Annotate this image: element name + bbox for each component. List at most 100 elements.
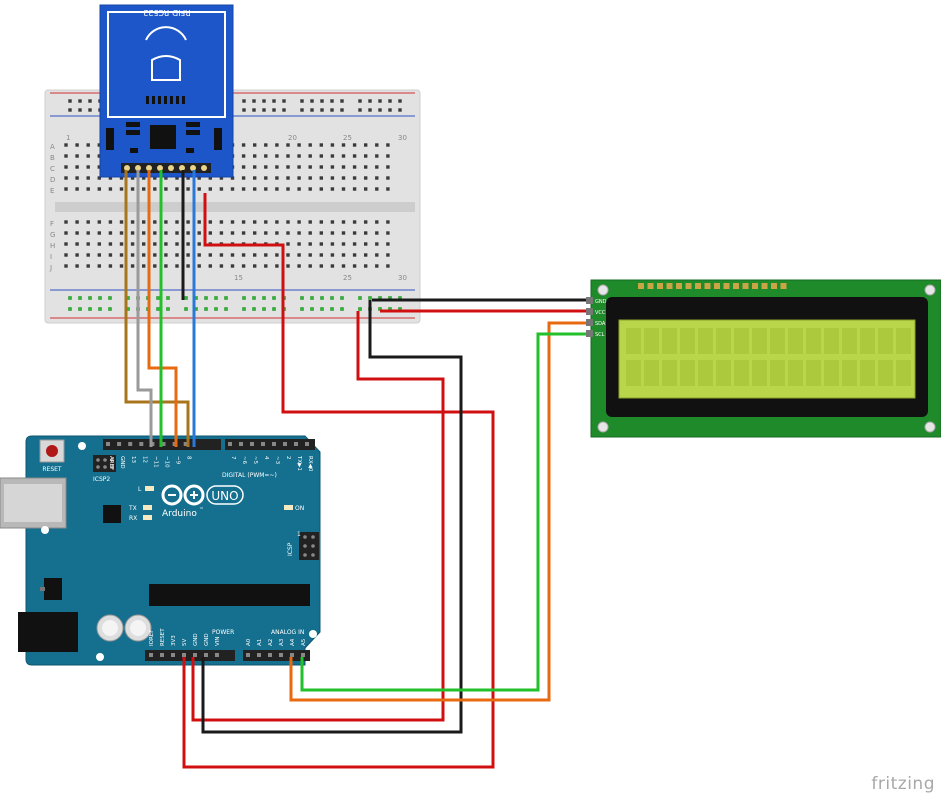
bb-hole: [341, 176, 346, 180]
rail-hole: [282, 99, 286, 103]
bb-hole: [75, 154, 79, 158]
rail-hole-active: [358, 307, 362, 311]
bb-hole: [164, 220, 168, 224]
bb-hole: [119, 231, 124, 235]
bb-row-b: B: [50, 154, 55, 162]
bb-hole: [308, 165, 312, 169]
bb-hole: [142, 231, 146, 235]
bb-hole: [253, 187, 257, 191]
rail-hole-active: [214, 296, 218, 300]
digital-pin-label: 2: [285, 456, 291, 460]
bb-hole: [386, 253, 390, 257]
bb-hole: [97, 220, 101, 224]
bb-row-g: G: [50, 231, 55, 239]
power-pin-label: VIN: [215, 637, 221, 647]
lcd-cell: [788, 360, 803, 386]
bb-hole: [330, 264, 335, 268]
on-label: ON: [295, 505, 304, 512]
lcd-top-pin: [733, 283, 739, 289]
rail-hole-active: [156, 307, 160, 311]
lcd-pin-vcc: VCC: [595, 310, 606, 316]
digital-pin-label: 8: [186, 456, 192, 460]
rail-hole-active: [262, 296, 266, 300]
lcd-cell: [896, 360, 911, 386]
bb-hole: [64, 143, 68, 147]
power-pin: [160, 653, 164, 657]
lcd-cell: [842, 360, 857, 386]
bb-hole: [330, 253, 335, 257]
bb-hole: [75, 165, 79, 169]
lcd-cell: [752, 360, 767, 386]
bb-hole: [286, 264, 290, 268]
bb-hole: [208, 264, 212, 268]
rail-hole-active: [98, 296, 102, 300]
wire-green-scl: [300, 332, 586, 692]
analog-pin: [257, 653, 261, 657]
rail-hole-active: [88, 296, 92, 300]
bb-hole: [253, 165, 257, 169]
rail-hole: [310, 108, 314, 112]
bb-row-a: A: [50, 143, 55, 151]
rail-hole-active: [224, 307, 228, 311]
bb-hole: [130, 231, 135, 235]
power-pin-label: GND: [204, 633, 210, 646]
bb-hole: [386, 165, 390, 169]
bb-hole: [86, 231, 90, 235]
bb-hole: [153, 187, 157, 191]
bb-hole: [341, 264, 346, 268]
rail-hole: [300, 108, 304, 112]
power-pin-label: RESET: [160, 628, 166, 646]
bb-hole: [130, 242, 135, 246]
rail-hole: [262, 108, 266, 112]
bb-hole: [330, 220, 335, 224]
analog-pin: [301, 653, 305, 657]
bb-hole: [319, 220, 323, 224]
bb-hole: [319, 154, 323, 158]
rail-hole: [388, 108, 392, 112]
rail-hole: [78, 99, 82, 103]
bb-hole: [75, 143, 79, 147]
rfid-pin: [201, 165, 207, 171]
reset-button[interactable]: [46, 445, 58, 457]
digital-pin-label: ~5: [252, 456, 258, 465]
bb-hole: [364, 154, 368, 158]
digital-pin-label: TX▶1: [296, 455, 302, 471]
bb-hole: [275, 231, 279, 235]
bb-hole: [364, 220, 368, 224]
bb-hole: [164, 242, 168, 246]
rail-hole-active: [310, 307, 314, 311]
lcd-top-pin: [761, 283, 768, 289]
analog-pin-label: A5: [301, 638, 307, 646]
bb-hole: [153, 253, 157, 257]
rfid-pin: [146, 165, 152, 171]
digital-pin: [128, 442, 133, 446]
rfid-pin: [135, 165, 141, 171]
power-pin: [193, 653, 197, 657]
bb-hole: [186, 220, 190, 224]
bb-hole: [308, 176, 312, 180]
bb-hole: [264, 143, 268, 147]
bb-hole: [142, 253, 146, 257]
lcd-cell: [806, 360, 821, 386]
icsp2-header: [93, 455, 116, 472]
arduino-logo: UNO Arduino ™: [161, 484, 244, 519]
bb-row-j: J: [49, 264, 52, 272]
bb-hole: [275, 154, 279, 158]
bb-hole: [75, 231, 79, 235]
bb-hole: [286, 154, 290, 158]
rail-hole: [340, 99, 344, 103]
bb-hole: [241, 264, 246, 268]
bb-hole: [352, 242, 357, 246]
bb-hole: [219, 253, 224, 257]
rail-hole: [358, 108, 362, 112]
bb-hole: [375, 253, 379, 257]
bb-hole: [175, 176, 179, 180]
fritzing-watermark: fritzing: [871, 774, 935, 794]
bb-hole: [164, 264, 168, 268]
bb-hole: [264, 253, 268, 257]
bb-hole: [108, 231, 113, 235]
bb-hole: [264, 154, 268, 158]
bb-hole: [241, 220, 246, 224]
bb-hole: [97, 187, 101, 191]
analog-label: ANALOG IN: [271, 629, 304, 636]
